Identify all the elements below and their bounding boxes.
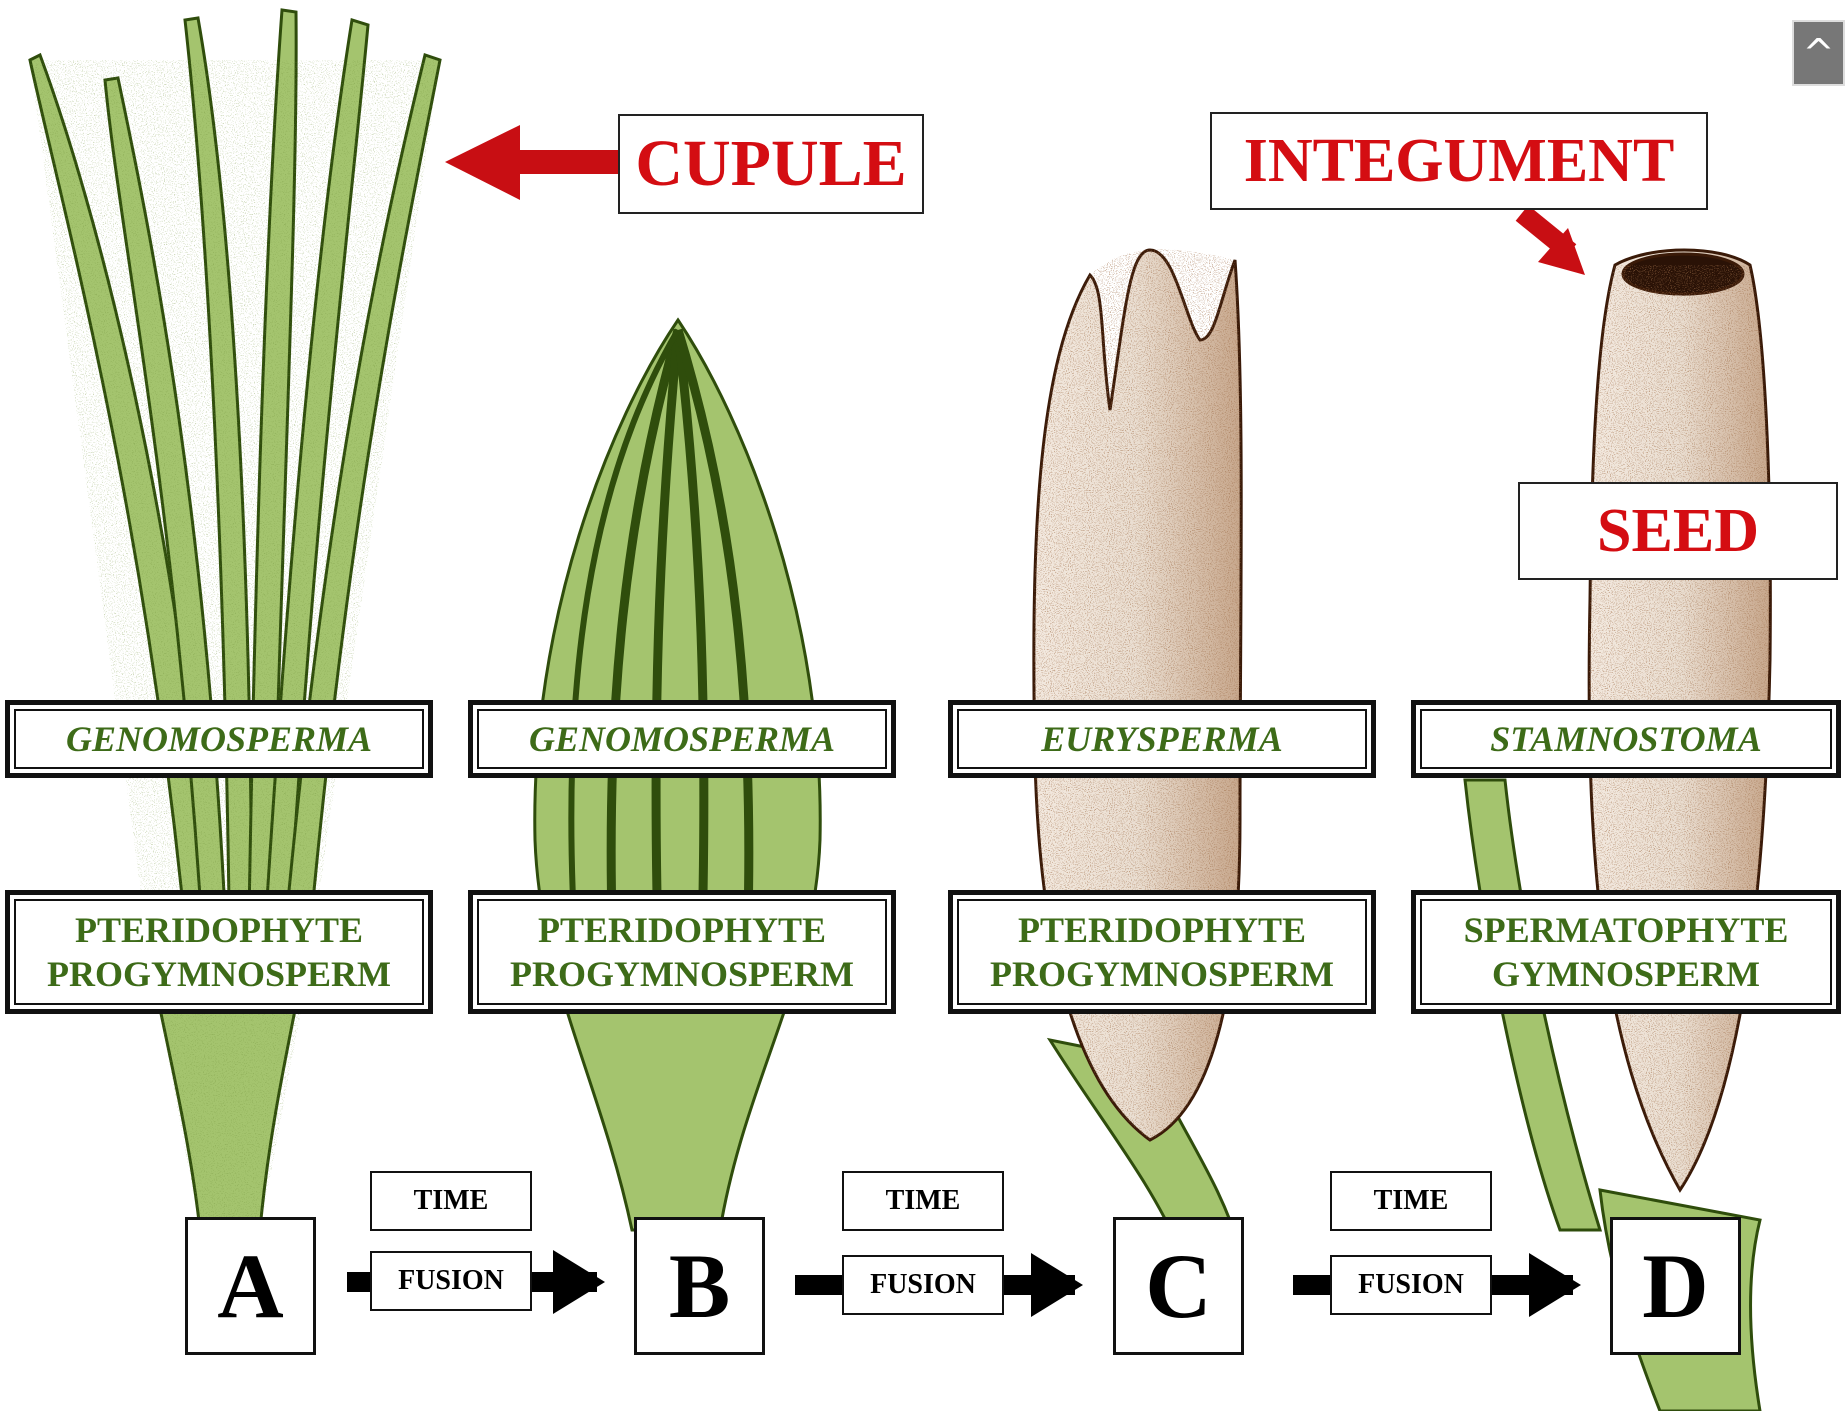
time-label: TIME xyxy=(1330,1171,1492,1231)
classification-line-1: PTERIDOPHYTE xyxy=(75,908,363,952)
stage-letter-text: D xyxy=(1642,1233,1708,1339)
classification-line-2: PROGYMNOSPERM xyxy=(47,952,391,996)
fusion-label-text: FUSION xyxy=(398,1265,504,1297)
fusion-label: FUSION xyxy=(842,1255,1004,1315)
taxon-box-c: EURYSPERMA xyxy=(948,700,1376,778)
classification-line-2: GYMNOSPERM xyxy=(1492,952,1760,996)
scroll-to-top-button[interactable]: ^ xyxy=(1792,20,1845,86)
time-label: TIME xyxy=(370,1171,532,1231)
stage-letter-text: B xyxy=(669,1233,730,1339)
taxon-name: STAMNOSTOMA xyxy=(1490,718,1761,760)
integument-label: INTEGUMENT xyxy=(1210,112,1708,210)
integument-arrow-icon xyxy=(1522,213,1585,275)
cupule-label-text: CUPULE xyxy=(635,126,906,202)
taxon-box-d: STAMNOSTOMA xyxy=(1411,700,1841,778)
stage-letter-a: A xyxy=(185,1217,316,1355)
seed-label-text: SEED xyxy=(1597,496,1759,567)
classification-box-a: PTERIDOPHYTE PROGYMNOSPERM xyxy=(5,890,433,1014)
classification-box-b: PTERIDOPHYTE PROGYMNOSPERM xyxy=(468,890,896,1014)
seed-label: SEED xyxy=(1518,482,1838,580)
fusion-label: FUSION xyxy=(1330,1255,1492,1315)
fusion-label-text: FUSION xyxy=(870,1269,976,1301)
classification-box-c: PTERIDOPHYTE PROGYMNOSPERM xyxy=(948,890,1376,1014)
classification-line-1: SPERMATOPHYTE xyxy=(1464,908,1789,952)
stage-a-plant xyxy=(20,10,450,1240)
taxon-box-b: GENOMOSPERMA xyxy=(468,700,896,778)
stage-letter-text: A xyxy=(217,1233,283,1339)
time-label-text: TIME xyxy=(886,1185,961,1217)
fusion-label-text: FUSION xyxy=(1358,1269,1464,1301)
classification-line-2: PROGYMNOSPERM xyxy=(510,952,854,996)
stage-letter-text: C xyxy=(1145,1233,1211,1339)
stage-letter-c: C xyxy=(1113,1217,1244,1355)
classification-line-1: PTERIDOPHYTE xyxy=(538,908,826,952)
stage-letter-d: D xyxy=(1610,1217,1741,1355)
time-label: TIME xyxy=(842,1171,1004,1231)
classification-line-1: PTERIDOPHYTE xyxy=(1018,908,1306,952)
fusion-label: FUSION xyxy=(370,1251,532,1311)
scroll-to-top-icon: ^ xyxy=(1803,31,1835,75)
integument-label-text: INTEGUMENT xyxy=(1244,126,1675,197)
cupule-label: CUPULE xyxy=(618,114,924,214)
taxon-name: GENOMOSPERMA xyxy=(66,718,372,760)
time-label-text: TIME xyxy=(1374,1185,1449,1217)
stage-letter-b: B xyxy=(634,1217,765,1355)
classification-box-d: SPERMATOPHYTE GYMNOSPERM xyxy=(1411,890,1841,1014)
time-label-text: TIME xyxy=(414,1185,489,1217)
cupule-arrow-icon xyxy=(445,125,620,200)
taxon-name: EURYSPERMA xyxy=(1041,718,1282,760)
taxon-box-a: GENOMOSPERMA xyxy=(5,700,433,778)
taxon-name: GENOMOSPERMA xyxy=(529,718,835,760)
classification-line-2: PROGYMNOSPERM xyxy=(990,952,1334,996)
